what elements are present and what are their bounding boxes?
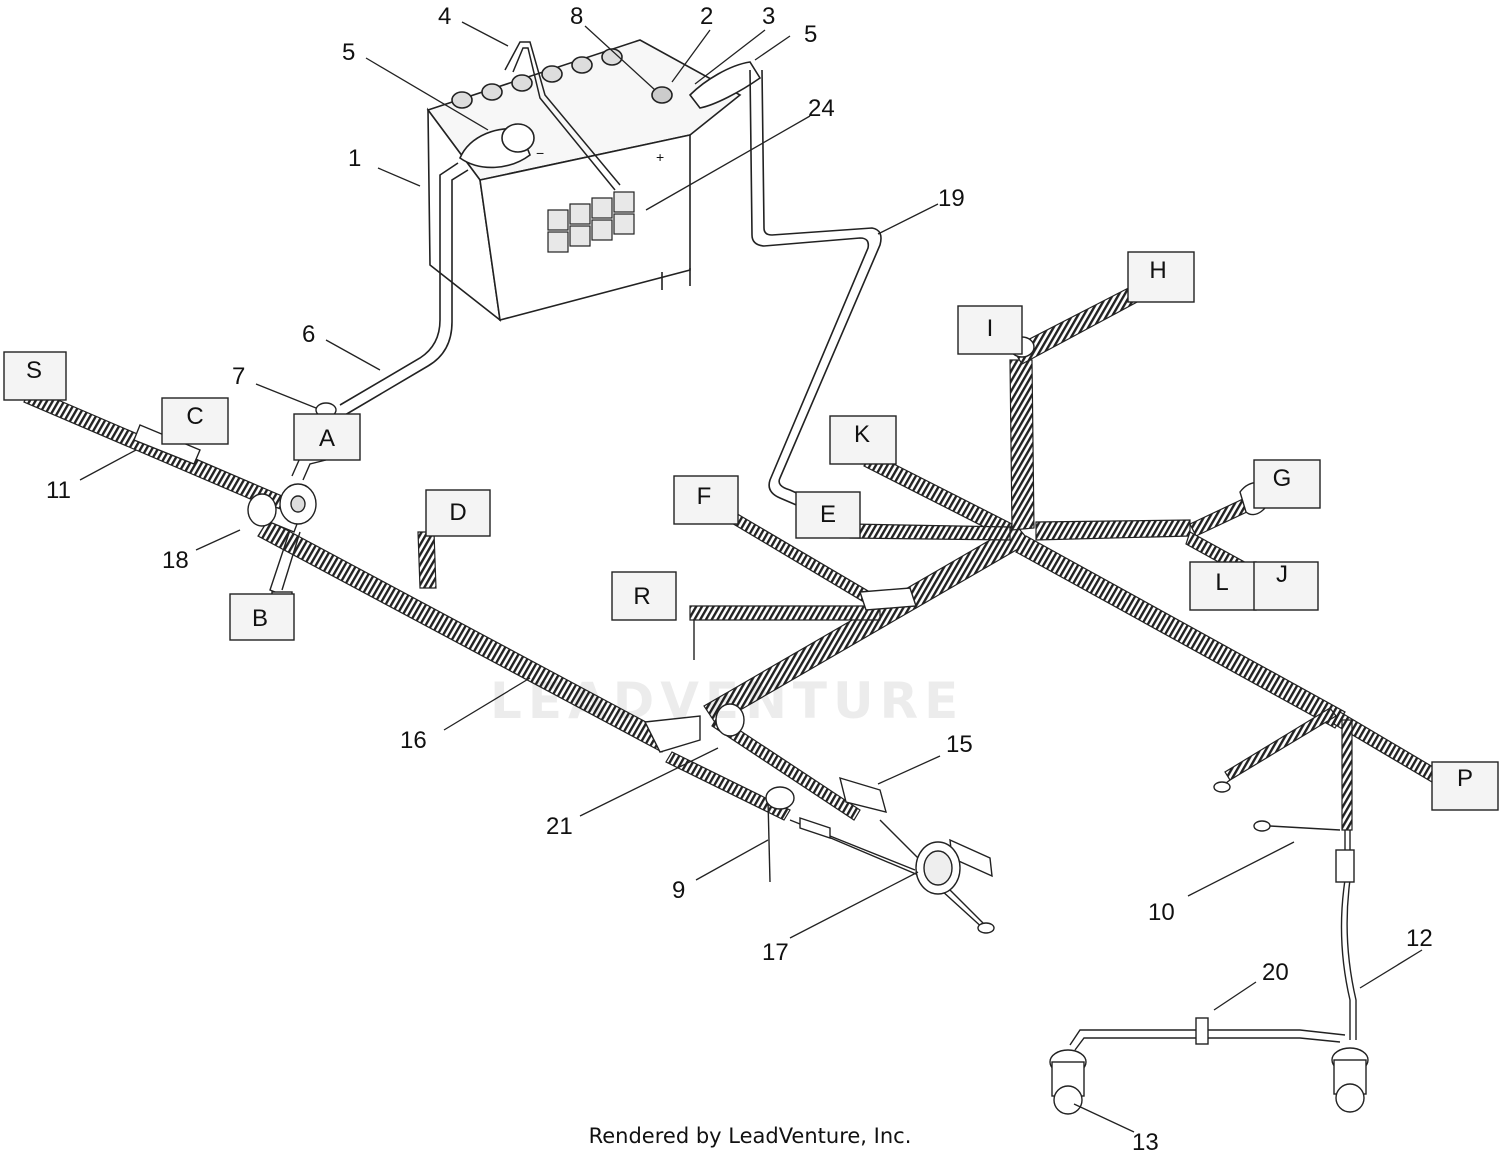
connector-label-p: P: [1457, 765, 1473, 792]
callout-numbers: 1 2 3 4 5 5 6 7 8 9 10 11 12 13 15 16 17…: [46, 3, 1433, 1156]
connector-label-f: F: [697, 483, 712, 510]
connector-label-b: B: [252, 605, 268, 632]
callout-10: 10: [1148, 899, 1175, 926]
callout-13: 13: [1132, 1129, 1159, 1156]
safety-decal: [547, 191, 635, 253]
connector-label-j: J: [1276, 561, 1288, 588]
connector-box-l: [1189, 561, 1257, 611]
callout-5-right: 5: [804, 21, 817, 48]
callout-7: 7: [232, 363, 245, 390]
negative-terminal-mark: −: [536, 145, 544, 161]
connector-label-a: A: [319, 425, 335, 452]
callout-16: 16: [400, 727, 427, 754]
callout-9: 9: [672, 877, 685, 904]
connector-box-c: [161, 397, 229, 445]
callout-8: 8: [570, 3, 583, 30]
callout-20: 20: [1262, 959, 1289, 986]
callout-12: 12: [1406, 925, 1433, 952]
accessory-leads: [693, 620, 1357, 1051]
callout-24: 24: [808, 95, 835, 122]
connector-label-r: R: [633, 583, 650, 610]
connector-label-i: I: [987, 315, 994, 342]
connector-label-c: C: [186, 403, 203, 430]
callout-5-left: 5: [342, 39, 355, 66]
callout-6: 6: [302, 321, 315, 348]
eyelets-and-plugs: [315, 402, 1369, 1115]
callout-17: 17: [762, 939, 789, 966]
leader-lines: [79, 21, 1423, 1133]
connector-box-i: [957, 305, 1023, 355]
watermark: LEADVENTURE: [490, 672, 965, 730]
callout-4: 4: [438, 3, 451, 30]
callout-1: 1: [348, 145, 361, 172]
connector-box-r: [611, 571, 677, 621]
connector-label-l: L: [1215, 569, 1228, 596]
connector-label-h: H: [1149, 257, 1166, 284]
connector-box-d: [425, 489, 491, 537]
battery: − +: [426, 39, 762, 322]
connector-box-j: [1253, 561, 1319, 611]
connector-box-k: [829, 415, 897, 465]
callout-21: 21: [546, 813, 573, 840]
connector-box-a: [293, 413, 361, 461]
connector-box-p: [1431, 761, 1499, 811]
battery-cell-caps: [451, 48, 623, 109]
connector-box-b: [229, 593, 295, 641]
connector-box-e: [795, 491, 861, 539]
hold-down-strap: [504, 41, 621, 191]
connector-box-f: [673, 475, 739, 525]
connector-box-s: [3, 351, 67, 401]
callout-11: 11: [46, 477, 71, 504]
battery-cables: [339, 69, 882, 511]
connector-label-k: K: [854, 421, 870, 448]
callout-15: 15: [946, 731, 973, 758]
connector-label-e: E: [820, 501, 836, 528]
positive-terminal-mark: +: [656, 149, 664, 165]
connector-box-h: [1127, 251, 1195, 303]
connector-label-d: D: [449, 499, 466, 526]
callout-18: 18: [162, 547, 189, 574]
terminal-boots: [459, 61, 762, 169]
callout-3: 3: [762, 3, 775, 30]
connector-labels: S C A B D F E R K I H G L J P: [26, 257, 1473, 792]
footer-credit: Rendered by LeadVenture, Inc.: [588, 1124, 912, 1148]
connector-boxes: [3, 251, 1499, 811]
connector-box-g: [1253, 459, 1321, 509]
callout-2: 2: [700, 3, 713, 30]
harness-loom: [23, 279, 1439, 831]
callout-19: 19: [938, 185, 965, 212]
connector-label-g: G: [1273, 465, 1292, 492]
connector-label-s: S: [26, 357, 42, 384]
